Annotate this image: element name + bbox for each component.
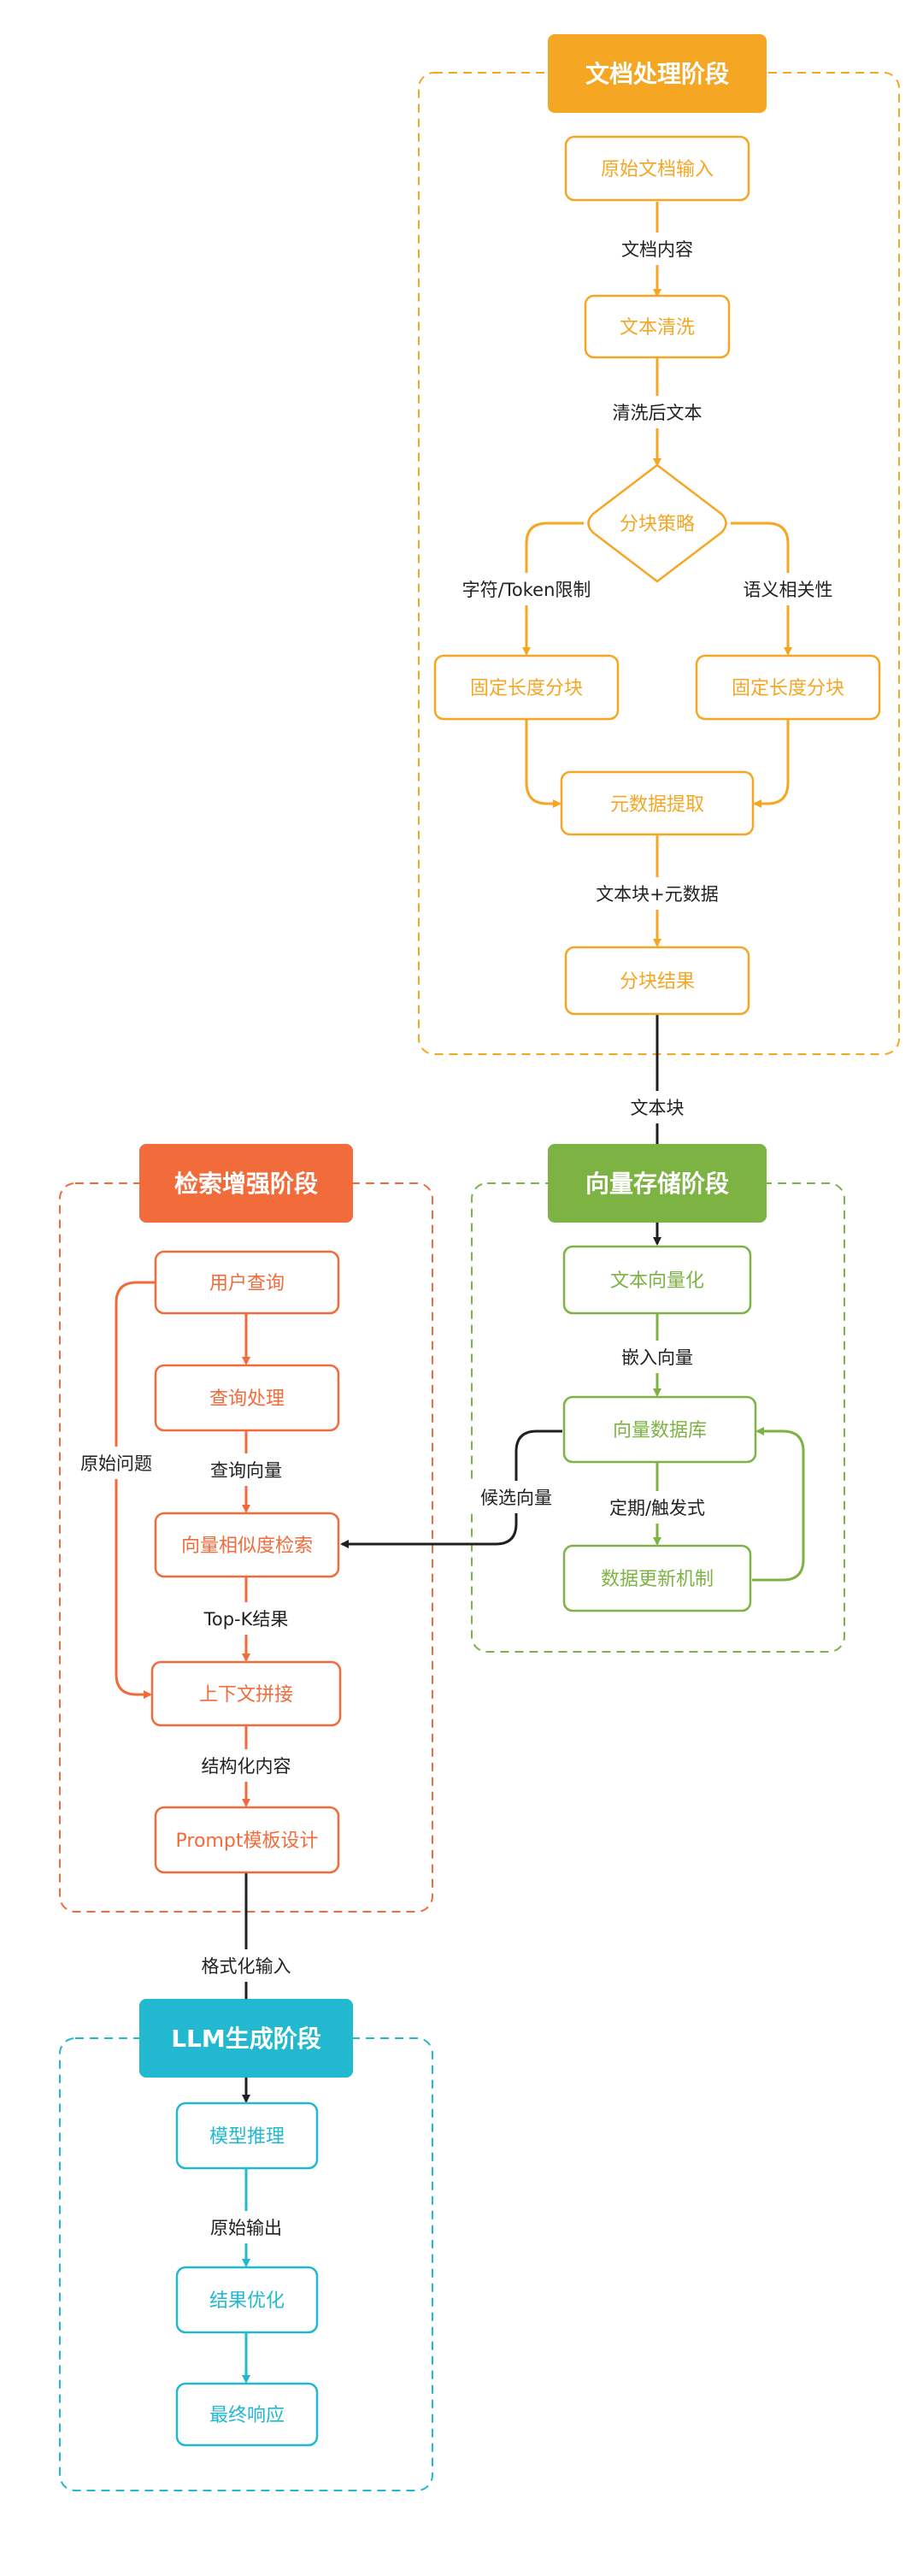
node-text-cleaning-label: 文本清洗 bbox=[620, 317, 695, 339]
edge-label-embed-vector: 嵌入向量 bbox=[621, 1347, 693, 1368]
node-text-vectorize-label: 文本向量化 bbox=[610, 1270, 704, 1292]
node-prompt-design bbox=[154, 1806, 340, 1874]
node-vector-db-label: 向量数据库 bbox=[613, 1420, 707, 1441]
edge-left-to-meta bbox=[525, 719, 561, 808]
stage-titles: 文档处理阶段 向量存储阶段 检索增强阶段 LLM生成阶段 bbox=[139, 34, 767, 2078]
doc-stage-title: 文档处理阶段 bbox=[585, 60, 729, 88]
ret-stage-container bbox=[59, 1182, 433, 1913]
node-model-infer-label: 模型推理 bbox=[209, 2126, 285, 2148]
node-raw-doc-input-label: 原始文档输入 bbox=[601, 159, 714, 180]
node-text-vectorize bbox=[562, 1245, 752, 1315]
node-vector-db bbox=[562, 1395, 757, 1464]
node-user-query bbox=[154, 1250, 340, 1315]
llm-stage-title-badge bbox=[139, 1999, 353, 2078]
node-final-response-label: 最终响应 bbox=[209, 2405, 285, 2426]
edge-labels: 文档内容 清洗后文本 字符/Token限制 语义相关性 文本块+元数据 文本块 … bbox=[72, 233, 848, 2243]
node-text-cleaning bbox=[584, 294, 731, 359]
vec-stage-container bbox=[471, 1182, 845, 1653]
doc-stage-title-badge bbox=[548, 34, 767, 113]
node-result-optimize-label: 结果优化 bbox=[209, 2290, 285, 2312]
node-chunk-result-label: 分块结果 bbox=[620, 971, 695, 993]
edge-label-structured-content: 结构化内容 bbox=[202, 1756, 291, 1777]
node-chunk-strategy bbox=[587, 463, 727, 583]
node-query-process bbox=[154, 1364, 340, 1432]
vec-nodes: 文本向量化 向量数据库 数据更新机制 bbox=[562, 1245, 757, 1612]
node-context-concat-label: 上下文拼接 bbox=[199, 1684, 293, 1706]
node-fixed-chunk-right bbox=[695, 654, 881, 721]
ret-stage-title-badge bbox=[139, 1144, 353, 1223]
edge-label-chunk-plus-meta: 文本块+元数据 bbox=[596, 884, 719, 905]
node-data-update bbox=[562, 1544, 752, 1612]
doc-nodes: 原始文档输入 文本清洗 分块策略 固定长度分块 固定长度分块 元数据提取 分块结… bbox=[433, 135, 881, 1016]
edge-label-text-chunk: 文本块 bbox=[631, 1098, 685, 1118]
node-user-query-label: 用户查询 bbox=[209, 1273, 285, 1294]
edge-label-original-question: 原始问题 bbox=[80, 1453, 152, 1474]
vec-stage-title: 向量存储阶段 bbox=[585, 1170, 729, 1198]
ret-nodes: 用户查询 查询处理 向量相似度检索 上下文拼接 Prompt模板设计 bbox=[150, 1250, 342, 1874]
node-chunk-result bbox=[564, 946, 750, 1016]
node-raw-doc-input bbox=[564, 135, 750, 202]
edge-label-topk-result: Top-K结果 bbox=[203, 1609, 289, 1630]
edge-strategy-to-right bbox=[731, 522, 792, 656]
edge-label-formatted-input: 格式化输入 bbox=[202, 1956, 291, 1977]
node-metadata-extract bbox=[560, 770, 755, 836]
node-fixed-chunk-right-label: 固定长度分块 bbox=[732, 678, 844, 699]
edge-strategy-to-left bbox=[522, 522, 584, 656]
edge-label-cleaned-text: 清洗后文本 bbox=[613, 403, 703, 423]
edge-label-raw-output: 原始输出 bbox=[210, 2218, 282, 2238]
edge-label-query-vector: 查询向量 bbox=[210, 1460, 282, 1481]
node-query-process-label: 查询处理 bbox=[209, 1388, 285, 1410]
llm-stage-container bbox=[59, 2037, 433, 2491]
ret-stage-title: 检索增强阶段 bbox=[174, 1170, 318, 1198]
edge-label-semantic-relevance: 语义相关性 bbox=[744, 580, 833, 600]
edge-label-periodic-trigger: 定期/触发式 bbox=[609, 1498, 705, 1518]
edge-label-candidate-vector: 候选向量 bbox=[480, 1488, 552, 1508]
node-vector-search bbox=[154, 1512, 340, 1578]
llm-nodes: 模型推理 结果优化 最终响应 bbox=[175, 2101, 319, 2447]
node-metadata-extract-label: 元数据提取 bbox=[610, 794, 704, 816]
node-chunk-strategy-label: 分块策略 bbox=[620, 514, 695, 535]
edge-label-char-token-limit: 字符/Token限制 bbox=[462, 580, 591, 600]
node-data-update-label: 数据更新机制 bbox=[601, 1569, 714, 1590]
node-fixed-chunk-left-label: 固定长度分块 bbox=[470, 678, 583, 699]
node-fixed-chunk-left bbox=[433, 654, 620, 721]
node-vector-search-label: 向量相似度检索 bbox=[181, 1536, 313, 1557]
edge-label-doc-content: 文档内容 bbox=[621, 239, 693, 260]
node-final-response bbox=[175, 2382, 319, 2447]
node-result-optimize bbox=[175, 2266, 319, 2334]
vec-stage-title-badge bbox=[548, 1144, 767, 1223]
llm-stage-title: LLM生成阶段 bbox=[171, 2025, 321, 2053]
node-context-concat bbox=[150, 1660, 342, 1727]
edge-query-to-concat bbox=[115, 1281, 156, 1699]
node-prompt-design-label: Prompt模板设计 bbox=[176, 1830, 319, 1852]
edge-right-to-meta bbox=[753, 719, 790, 808]
node-model-infer bbox=[175, 2101, 319, 2170]
edge-update-to-db bbox=[752, 1427, 805, 1582]
